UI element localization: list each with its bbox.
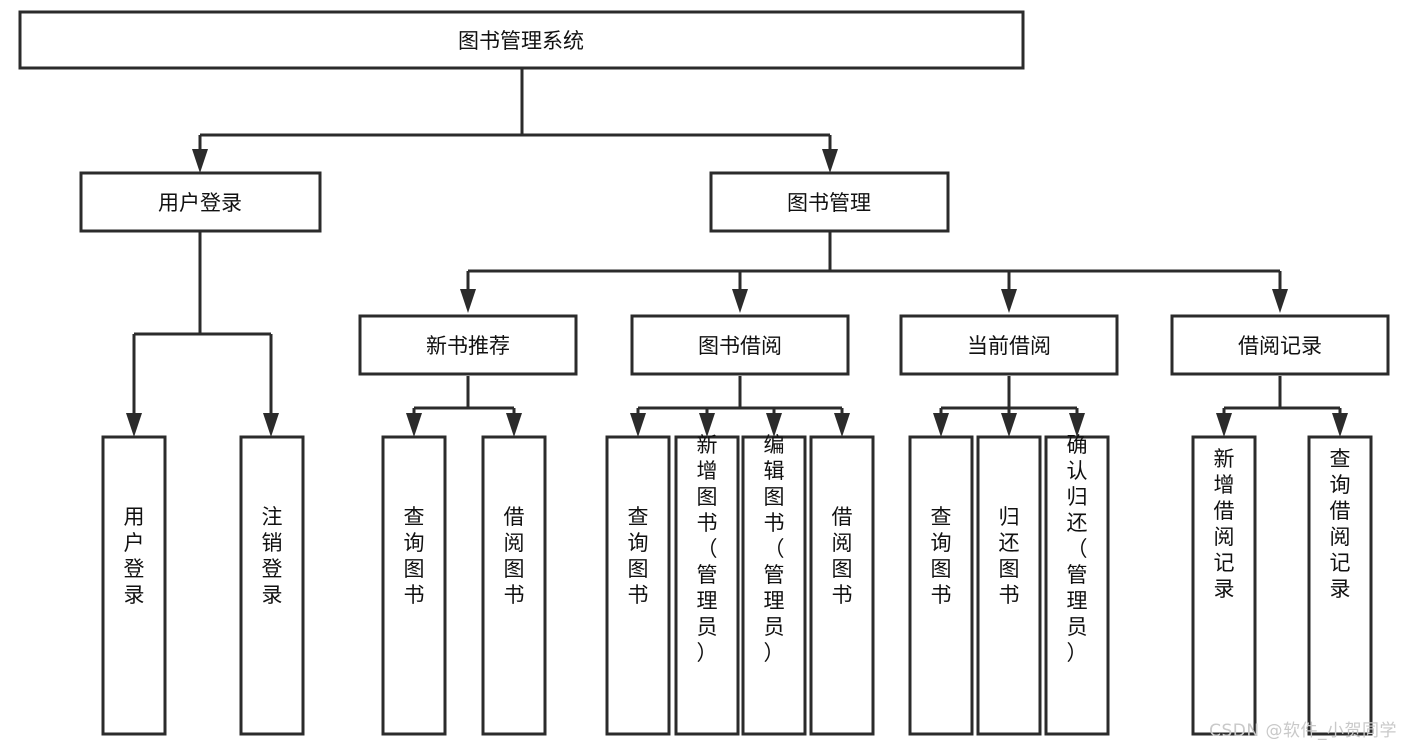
- leaf-node-recommend-query-book[interactable]: 查询图书: [381, 435, 447, 736]
- node-book-manage-box[interactable]: [709, 171, 950, 233]
- node-book-borrow-box[interactable]: [630, 314, 850, 376]
- arrow-head-borrow-record-leaf-1: [1216, 413, 1232, 437]
- node-current-borrow[interactable]: 当前借阅: [899, 314, 1119, 376]
- arrow-head-current-borrow-leaf-1: [933, 413, 949, 437]
- node-book-borrow[interactable]: 图书借阅: [630, 314, 850, 376]
- node-current-borrow-box[interactable]: [899, 314, 1119, 376]
- node-user-login[interactable]: 用户登录: [79, 171, 322, 233]
- arrow-head-book-borrow-leaf-1: [630, 413, 646, 437]
- arrow-head-borrow-record-leaf-2: [1332, 413, 1348, 437]
- leaf-label-user-login-logout: 注销登录: [262, 505, 283, 607]
- node-borrow-record[interactable]: 借阅记录: [1170, 314, 1390, 376]
- node-borrow-record-box[interactable]: [1170, 314, 1390, 376]
- leaf-label-borrow-borrow-book: 借阅图书: [832, 505, 853, 607]
- leaf-node-recommend-borrow-book[interactable]: 借阅图书: [481, 435, 547, 736]
- arrow-head-user-login-leaf-1: [126, 413, 142, 437]
- arrow-head-book-borrow-leaf-2: [699, 413, 715, 437]
- leaf-node-borrow-edit-book[interactable]: 编辑图书（管理员）: [741, 433, 807, 736]
- leaf-box-borrow-add-book[interactable]: [674, 435, 740, 736]
- leaf-node-borrow-add-book[interactable]: 新增图书（管理员）: [674, 433, 740, 736]
- leaf-label-borrow-add-book: 新增图书（管理员）: [697, 433, 718, 665]
- leaf-box-recommend-borrow-book[interactable]: [481, 435, 547, 736]
- leaf-label-record-add-record: 新增借阅记录: [1214, 447, 1235, 601]
- leaf-box-borrow-query-book[interactable]: [605, 435, 671, 736]
- node-new-book-recommend-label: 新书推荐: [426, 334, 510, 358]
- leaf-node-record-query-record[interactable]: 查询借阅记录: [1307, 435, 1373, 736]
- leaf-label-current-query-book: 查询图书: [931, 505, 952, 607]
- leaf-box-current-return-book[interactable]: [976, 435, 1042, 736]
- leaf-box-record-query-record[interactable]: [1307, 435, 1373, 736]
- node-borrow-record-label: 借阅记录: [1238, 334, 1322, 358]
- arrow-head-book-borrow: [732, 289, 748, 313]
- leaf-node-borrow-borrow-book[interactable]: 借阅图书: [809, 435, 875, 736]
- leaf-label-borrow-edit-book: 编辑图书（管理员）: [764, 433, 785, 665]
- leaf-node-user-login-logout[interactable]: 注销登录: [239, 435, 305, 736]
- node-root-label: 图书管理系统: [458, 29, 584, 53]
- leaf-node-borrow-query-book[interactable]: 查询图书: [605, 435, 671, 736]
- arrow-head-new-book-leaf-1: [406, 413, 422, 437]
- leaf-box-current-confirm-return[interactable]: [1044, 435, 1110, 736]
- node-book-borrow-label: 图书借阅: [698, 334, 782, 358]
- leaf-label-borrow-query-book: 查询图书: [628, 505, 649, 607]
- leaf-box-record-add-record[interactable]: [1191, 435, 1257, 736]
- arrow-head-current-borrow: [1001, 289, 1017, 313]
- node-new-book-recommend[interactable]: 新书推荐: [358, 314, 578, 376]
- arrow-head-borrow-record: [1272, 289, 1288, 313]
- leaf-box-borrow-edit-book[interactable]: [741, 435, 807, 736]
- leaf-label-current-return-book: 归还图书: [999, 505, 1020, 607]
- arrow-head-user-login: [192, 149, 208, 173]
- node-book-manage-label: 图书管理: [787, 191, 871, 215]
- arrow-head-book-borrow-leaf-4: [834, 413, 850, 437]
- node-new-book-recommend-box[interactable]: [358, 314, 578, 376]
- node-current-borrow-label: 当前借阅: [967, 334, 1051, 358]
- leaf-label-recommend-query-book: 查询图书: [404, 505, 425, 607]
- node-user-login-label: 用户登录: [158, 191, 242, 215]
- leaf-node-user-login-login[interactable]: 用户登录: [101, 435, 167, 736]
- leaf-box-user-login-logout[interactable]: [239, 435, 305, 736]
- arrow-head-new-book-leaf-2: [506, 413, 522, 437]
- leaf-label-recommend-borrow-book: 借阅图书: [504, 505, 525, 607]
- arrow-head-user-login-leaf-2: [263, 413, 279, 437]
- leaf-box-user-login-login[interactable]: [101, 435, 167, 736]
- node-book-manage[interactable]: 图书管理: [709, 171, 950, 233]
- leaf-label-user-login-login: 用户登录: [124, 505, 145, 607]
- leaf-box-recommend-query-book[interactable]: [381, 435, 447, 736]
- leaf-label-record-query-record: 查询借阅记录: [1330, 447, 1351, 601]
- leaf-node-current-query-book[interactable]: 查询图书: [908, 435, 974, 736]
- arrow-head-book-borrow-leaf-3: [766, 413, 782, 437]
- arrow-head-current-borrow-leaf-3: [1069, 413, 1085, 437]
- arrow-head-new-book: [460, 289, 476, 313]
- connector-layer: [126, 68, 1348, 437]
- node-root-system[interactable]: 图书管理系统: [18, 10, 1025, 70]
- arrow-head-current-borrow-leaf-2: [1001, 413, 1017, 437]
- leaf-node-current-return-book[interactable]: 归还图书: [976, 435, 1042, 736]
- csdn-watermark: CSDN @软件_小贺同学: [1209, 721, 1397, 741]
- leaf-box-borrow-borrow-book[interactable]: [809, 435, 875, 736]
- arrow-head-book-manage: [822, 149, 838, 173]
- leaf-node-current-confirm-return[interactable]: 确认归还（管理员）: [1044, 433, 1110, 736]
- node-user-login-box[interactable]: [79, 171, 322, 233]
- node-root-box[interactable]: [18, 10, 1025, 70]
- leaf-node-record-add-record[interactable]: 新增借阅记录: [1191, 435, 1257, 736]
- leaf-box-current-query-book[interactable]: [908, 435, 974, 736]
- leaf-label-current-confirm-return: 确认归还（管理员）: [1067, 433, 1088, 665]
